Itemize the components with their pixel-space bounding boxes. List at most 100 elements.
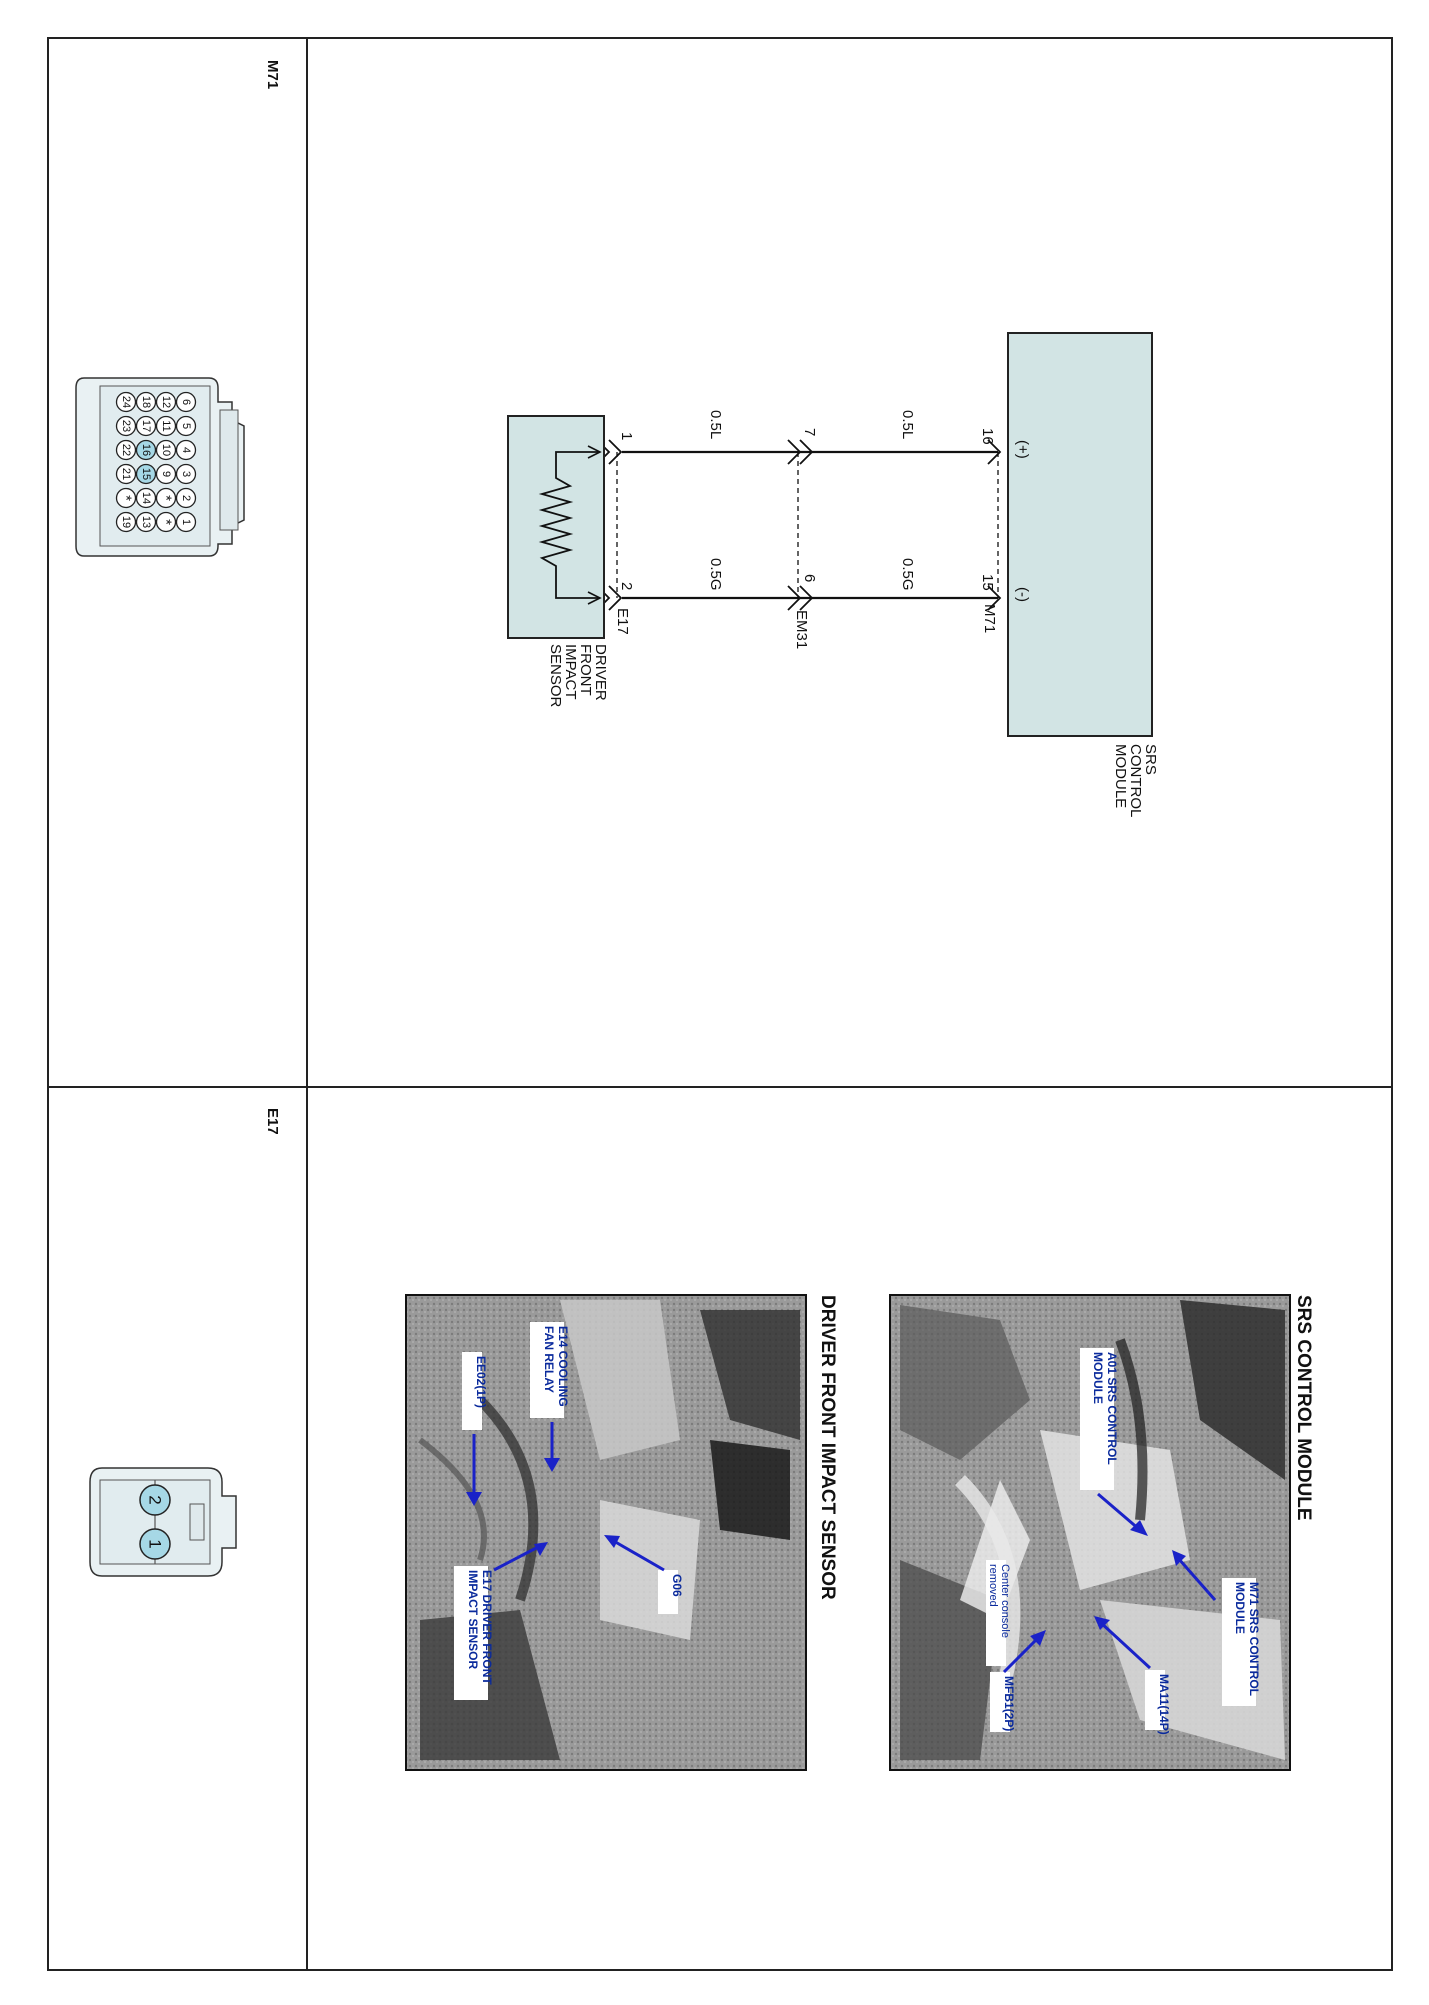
connector-dashes <box>616 452 999 598</box>
m71-pin-label: * <box>158 519 175 525</box>
wire-size-upper-plus: 0.5L <box>899 410 916 439</box>
m71-pin <box>175 415 197 437</box>
m71-pin <box>155 391 177 413</box>
m71-pin <box>115 511 137 533</box>
m71-pin <box>115 439 137 461</box>
sensor-name-line4: SENSOR <box>547 644 564 708</box>
callout-ma11: MA11(14P) <box>1157 1674 1171 1735</box>
m71-pin <box>135 391 157 413</box>
callout-e17-line1: E17 DRIVER FRONT <box>480 1570 494 1685</box>
m71-pin <box>155 511 177 533</box>
m71-pin <box>155 487 177 509</box>
em31-label: EM31 <box>793 610 810 649</box>
m71-pin-label: 14 <box>140 492 152 504</box>
callout-a01-line2: MODULE <box>1091 1352 1105 1404</box>
m71-pin-label: 19 <box>120 516 132 528</box>
module-name-line1: SRS <box>1142 744 1159 775</box>
srs-control-module <box>1007 332 1153 737</box>
m71-pin-label: 18 <box>140 396 152 408</box>
m71-pin <box>175 487 197 509</box>
callout-e14-line1: E14 COOLING <box>556 1326 570 1407</box>
wire-size-upper-minus: 0.5G <box>899 558 916 591</box>
note-console-line1: Center console <box>999 1564 1011 1638</box>
m71-pin-label: * <box>118 495 135 501</box>
m71-pin <box>115 487 137 509</box>
m71-pin <box>155 415 177 437</box>
minus-symbol: (-) <box>1014 587 1031 602</box>
callout-e17-line2: IMPACT SENSOR <box>466 1570 480 1669</box>
m71-pin <box>115 415 137 437</box>
note-console-line2: removed <box>987 1564 999 1607</box>
wire-size-lower-plus: 0.5L <box>707 410 724 439</box>
m71-pin-label: 12 <box>160 396 172 408</box>
m71-pin <box>175 511 197 533</box>
plus-symbol: (+) <box>1014 440 1031 459</box>
m71-pin <box>175 391 197 413</box>
m71-pin-label: 15 <box>140 468 152 480</box>
pin-e17-1: 1 <box>618 432 635 440</box>
module-name-line2: CONTROL <box>1127 744 1144 817</box>
sensor-name-line3: IMPACT <box>562 644 579 700</box>
m71-pin <box>135 415 157 437</box>
page-frame <box>47 37 1393 1971</box>
m71-pin-label: 9 <box>160 471 172 477</box>
schematic-wires <box>622 450 998 600</box>
pin-em31-7: 7 <box>801 428 818 436</box>
photo-title-impact: DRIVER FRONT IMPACT SENSOR <box>817 1295 838 1600</box>
sensor-name-line2: FRONT <box>577 644 594 696</box>
e17-pin <box>139 1528 171 1560</box>
callout-m71-line2: MODULE <box>1233 1582 1247 1634</box>
m71-pin-label: 21 <box>120 468 132 480</box>
e17-schematic-label: E17 <box>614 608 631 635</box>
callout-mfb1: MFB1(2P) <box>1002 1676 1016 1731</box>
callout-m71-line1: M71 SRS CONTROL <box>1247 1582 1261 1696</box>
module-connector-label: M71 <box>981 604 998 633</box>
callout-a01-line1: A01 SRS CONTROL <box>1105 1352 1119 1465</box>
connector-label-m71: M71 <box>264 60 281 89</box>
m71-pin <box>115 463 137 485</box>
m71-pin <box>135 463 157 485</box>
m71-pin-label: 6 <box>180 399 192 405</box>
m71-pin <box>135 511 157 533</box>
m71-pin-label: 4 <box>180 447 192 453</box>
m71-pin-label: 16 <box>140 444 152 456</box>
m71-pin-label: 2 <box>180 495 192 501</box>
callout-ee02: EE02(1P) <box>474 1356 488 1408</box>
wire-size-lower-minus: 0.5G <box>707 558 724 591</box>
m71-pin-label: 22 <box>120 444 132 456</box>
m71-pin-label: 23 <box>120 420 132 432</box>
e17-pin-grid: 21 <box>139 1484 171 1560</box>
m71-pin-label: 3 <box>180 471 192 477</box>
sensor-name-line1: DRIVER <box>592 644 609 701</box>
pin-em31-6: 6 <box>801 574 818 582</box>
m71-pin <box>135 487 157 509</box>
photo-srs-control-module <box>889 1294 1291 1771</box>
pin-m71-15: 15 <box>979 574 996 591</box>
m71-pin-label: 17 <box>140 420 152 432</box>
m71-pin <box>175 463 197 485</box>
m71-pin <box>115 391 137 413</box>
m71-pin-label: 13 <box>140 516 152 528</box>
driver-front-impact-sensor <box>507 415 605 639</box>
m71-pin-label: 5 <box>180 423 192 429</box>
pin-m71-16: 16 <box>979 428 996 445</box>
m71-pin <box>175 439 197 461</box>
m71-pin-label: * <box>158 495 175 501</box>
m71-pin-label: 24 <box>120 396 132 408</box>
e17-pin-label: 2 <box>146 1495 165 1504</box>
m71-pin <box>135 439 157 461</box>
pin-e17-2: 2 <box>618 582 635 590</box>
e17-pin <box>139 1484 171 1516</box>
m71-pin <box>155 463 177 485</box>
e17-connector-face: 21 <box>89 1467 237 1577</box>
photo-title-srs: SRS CONTROL MODULE <box>1293 1295 1314 1521</box>
m71-pin-label: 1 <box>180 519 192 525</box>
module-name-line3: MODULE <box>1112 744 1129 808</box>
m71-pin <box>155 439 177 461</box>
connector-label-e17: E17 <box>264 1108 281 1135</box>
m71-pin-label: 10 <box>160 444 172 456</box>
